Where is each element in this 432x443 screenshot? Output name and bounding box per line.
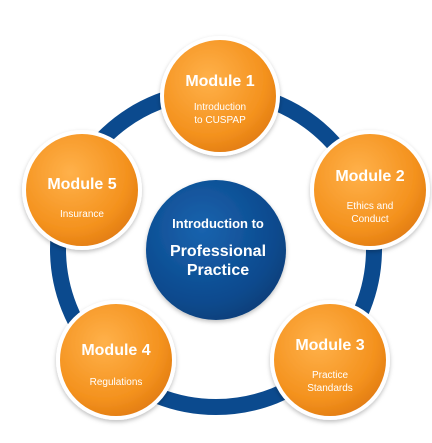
module-1-title: Module 1	[185, 73, 254, 90]
center-circle	[146, 180, 286, 320]
center-line1: Introduction to	[172, 216, 264, 231]
module-1-node: Module 1 Introduction to CUSPAP	[160, 36, 280, 156]
module-5-sub-1: Insurance	[60, 209, 104, 220]
module-3-sub-2: Standards	[307, 383, 353, 394]
module-4-sub-1: Regulations	[90, 377, 143, 388]
module-5-node: Module 5 Insurance	[22, 130, 142, 250]
module-3-title: Module 3	[295, 337, 364, 354]
module-5-title: Module 5	[47, 176, 116, 193]
center-line3: Practice	[187, 262, 249, 279]
module-1-sub-1: Introduction	[194, 102, 246, 113]
module-2-sub-1: Ethics and	[347, 201, 394, 212]
module-2-sub-2: Conduct	[351, 214, 388, 225]
module-3-sub-1: Practice	[312, 370, 349, 381]
module-1-sub-2: to CUSPAP	[194, 115, 246, 126]
center-line2: Professional	[170, 243, 266, 260]
module-2-title: Module 2	[335, 168, 404, 185]
module-2-node: Module 2 Ethics and Conduct	[310, 130, 430, 250]
module-3-node: Module 3 Practice Standards	[270, 300, 390, 420]
module-4-node: Module 4 Regulations	[56, 300, 176, 420]
module-4-title: Module 4	[81, 342, 150, 359]
